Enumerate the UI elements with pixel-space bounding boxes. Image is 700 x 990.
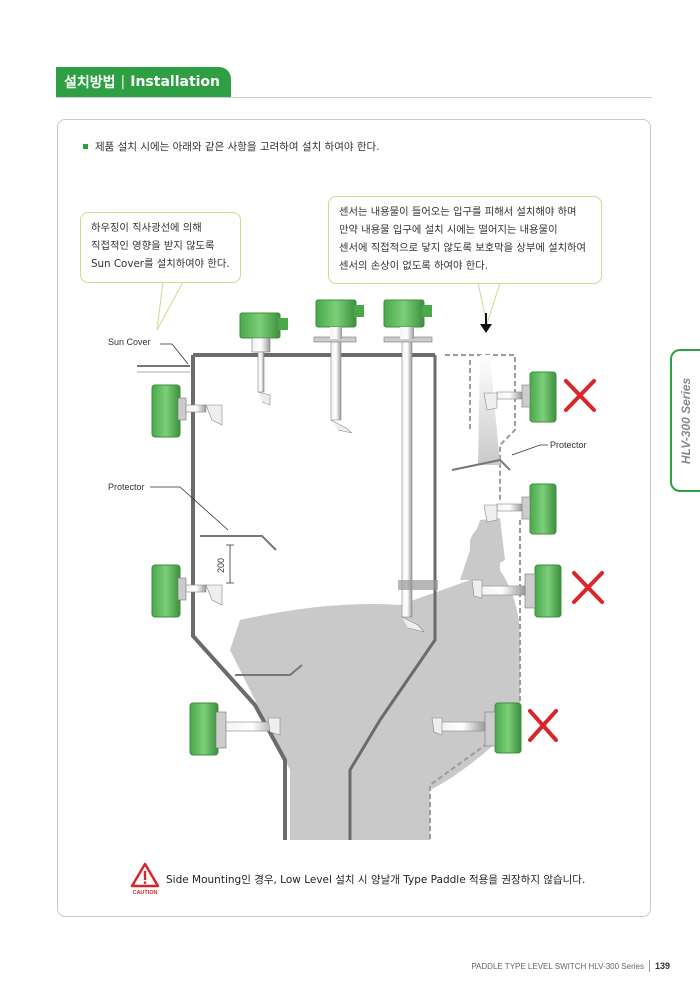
chute-wall-right xyxy=(445,354,516,500)
content-panel xyxy=(57,119,651,917)
dimension-label: 200 xyxy=(216,558,226,573)
footer-text: PADDLE TYPE LEVEL SWITCH HLV-300 Series xyxy=(471,961,644,971)
sensor-right-2 xyxy=(483,483,557,535)
protector-left-leader xyxy=(150,486,229,531)
dimension-ticks xyxy=(226,544,234,584)
bullet-icon xyxy=(83,144,88,149)
callout-right-tail xyxy=(477,282,501,326)
caution-text: Side Mounting인 경우, Low Level 설치 시 양날개 Ty… xyxy=(166,873,586,886)
hopper-wall-right xyxy=(429,520,521,840)
sensor-top-2 xyxy=(313,299,364,434)
section-title-en: Installation xyxy=(130,74,221,90)
hopper-wall-left xyxy=(191,355,287,840)
sensor-top-3 xyxy=(383,299,438,633)
sensor-left-2 xyxy=(151,564,223,618)
section-title-separator: | xyxy=(120,74,126,90)
callout-right-line-1: 센서는 내용물이 들어오는 입구를 피해서 설치해야 하며 xyxy=(339,206,577,218)
material-inflow xyxy=(460,518,505,580)
callout-right-line-2: 만약 내용물 입구에 설치 시에는 떨어지는 내용물이 xyxy=(339,224,558,236)
callout-protector: 센서는 내용물이 들어오는 입구를 피해서 설치해야 하며 만약 내용물 입구에… xyxy=(328,196,602,284)
protector-right-plate xyxy=(451,458,511,471)
cross-mark-icon xyxy=(564,379,596,412)
protector-lower-plate xyxy=(235,664,303,676)
intro-line: 제품 설치 시에는 아래와 같은 사항을 고려하여 설치 하여야 한다. xyxy=(83,139,380,154)
sensor-left-3 xyxy=(189,702,281,756)
callout-left-line-1: 하우징이 직사광선에 의해 xyxy=(91,222,202,234)
callout-left-line-3: Sun Cover를 설치하여야 한다. xyxy=(91,258,230,270)
sun-cover-label: Sun Cover xyxy=(108,337,151,347)
intro-text: 제품 설치 시에는 아래와 같은 사항을 고려하여 설치 하여야 한다. xyxy=(95,141,380,153)
hopper-center-wall xyxy=(348,355,437,840)
sensor-right-1 xyxy=(483,371,557,423)
sun-cover-leader xyxy=(160,343,189,365)
section-divider xyxy=(56,97,652,98)
sensor-right-4 xyxy=(431,702,522,754)
callout-right-line-4: 센서의 손상이 없도록 하여야 한다. xyxy=(339,260,488,272)
protector-left-plate xyxy=(200,535,277,551)
sensor-right-3 xyxy=(471,564,562,618)
protector-right-label: Protector xyxy=(550,440,587,450)
page-number: 139 xyxy=(654,961,670,971)
protector-left-label: Protector xyxy=(108,482,145,492)
sensor-top-1 xyxy=(239,312,288,406)
section-header: 설치방법 | Installation xyxy=(56,67,231,97)
caution-note: CAUTION Side Mounting인 경우, Low Level 설치 … xyxy=(130,862,585,896)
callout-right-line-3: 센서에 직접적으로 닿지 않도록 보호막을 상부에 설치하여 xyxy=(339,242,586,254)
protector-right-leader xyxy=(511,444,548,456)
cross-mark-icon xyxy=(572,571,604,604)
series-side-tab: HLV-300 Series xyxy=(670,349,700,492)
series-side-tab-label: HLV-300 Series xyxy=(679,377,693,464)
sensor-left-1 xyxy=(151,384,223,438)
caution-icon: CAUTION xyxy=(130,862,160,896)
material-stream xyxy=(478,355,500,465)
footer-separator xyxy=(648,960,650,972)
caution-icon-label: CAUTION xyxy=(132,890,157,896)
material-fill xyxy=(230,520,520,840)
section-title-ko: 설치방법 xyxy=(64,75,116,91)
callout-left-tail xyxy=(156,281,184,331)
callout-sun-cover: 하우징이 직사광선에 의해 직접적인 영향을 받지 않도록 Sun Cover를… xyxy=(80,212,241,283)
cross-mark-icon xyxy=(528,709,558,742)
inflow-arrow-icon xyxy=(480,324,492,333)
callout-left-line-2: 직접적인 영향을 받지 않도록 xyxy=(91,240,215,252)
page-footer: PADDLE TYPE LEVEL SWITCH HLV-300 Series … xyxy=(471,960,670,972)
